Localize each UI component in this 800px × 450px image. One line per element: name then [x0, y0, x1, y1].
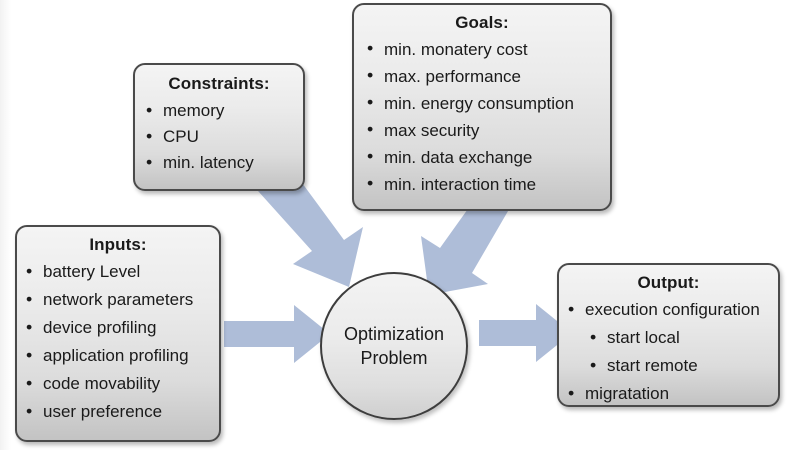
circle-label-line1: Optimization: [343, 324, 445, 344]
goals-list: min. monatery cost max. performance min.…: [354, 35, 610, 198]
list-item: code movability: [23, 369, 219, 398]
list-item: migratation: [565, 379, 778, 408]
goals-box: Goals: min. monatery cost max. performan…: [352, 3, 612, 211]
list-item: memory: [143, 97, 303, 124]
list-item: min. data exchange: [364, 143, 610, 171]
optimization-problem-node: Optimization Problem: [320, 272, 468, 420]
list-item: battery Level: [23, 257, 219, 286]
list-item: max. performance: [364, 62, 610, 90]
circle-label-line2: Problem: [360, 348, 428, 368]
arrow-goals-to-center: [421, 206, 511, 295]
output-list: execution configuration start local star…: [559, 295, 778, 408]
list-item: application profiling: [23, 341, 219, 370]
list-item: CPU: [143, 123, 303, 150]
list-item: min. energy consumption: [364, 89, 610, 117]
list-item: min. latency: [143, 149, 303, 176]
list-item: max security: [364, 116, 610, 144]
inputs-box-title: Inputs:: [89, 235, 147, 254]
goals-box-title: Goals:: [455, 13, 509, 32]
optimization-problem-label: Optimization Problem: [344, 322, 444, 370]
arrow-inputs-to-center: [224, 305, 330, 363]
inputs-box: Inputs: battery Level network parameters…: [15, 225, 221, 442]
list-item: start local: [565, 323, 778, 352]
list-item: start remote: [565, 351, 778, 380]
output-box-title: Output:: [637, 273, 700, 292]
list-item: min. monatery cost: [364, 35, 610, 63]
list-item: network parameters: [23, 285, 219, 314]
slide-left-edge-strip: [0, 0, 11, 450]
constraints-box-title: Constraints:: [168, 74, 270, 93]
constraints-box: Constraints: memory CPU min. latency: [133, 63, 305, 191]
inputs-list: battery Level network parameters device …: [17, 257, 219, 426]
constraints-list: memory CPU min. latency: [135, 97, 303, 176]
list-item: user preference: [23, 397, 219, 426]
list-item: execution configuration: [565, 295, 778, 324]
output-box: Output: execution configuration start lo…: [557, 263, 780, 407]
list-item: device profiling: [23, 313, 219, 342]
list-item: min. interaction time: [364, 170, 610, 198]
